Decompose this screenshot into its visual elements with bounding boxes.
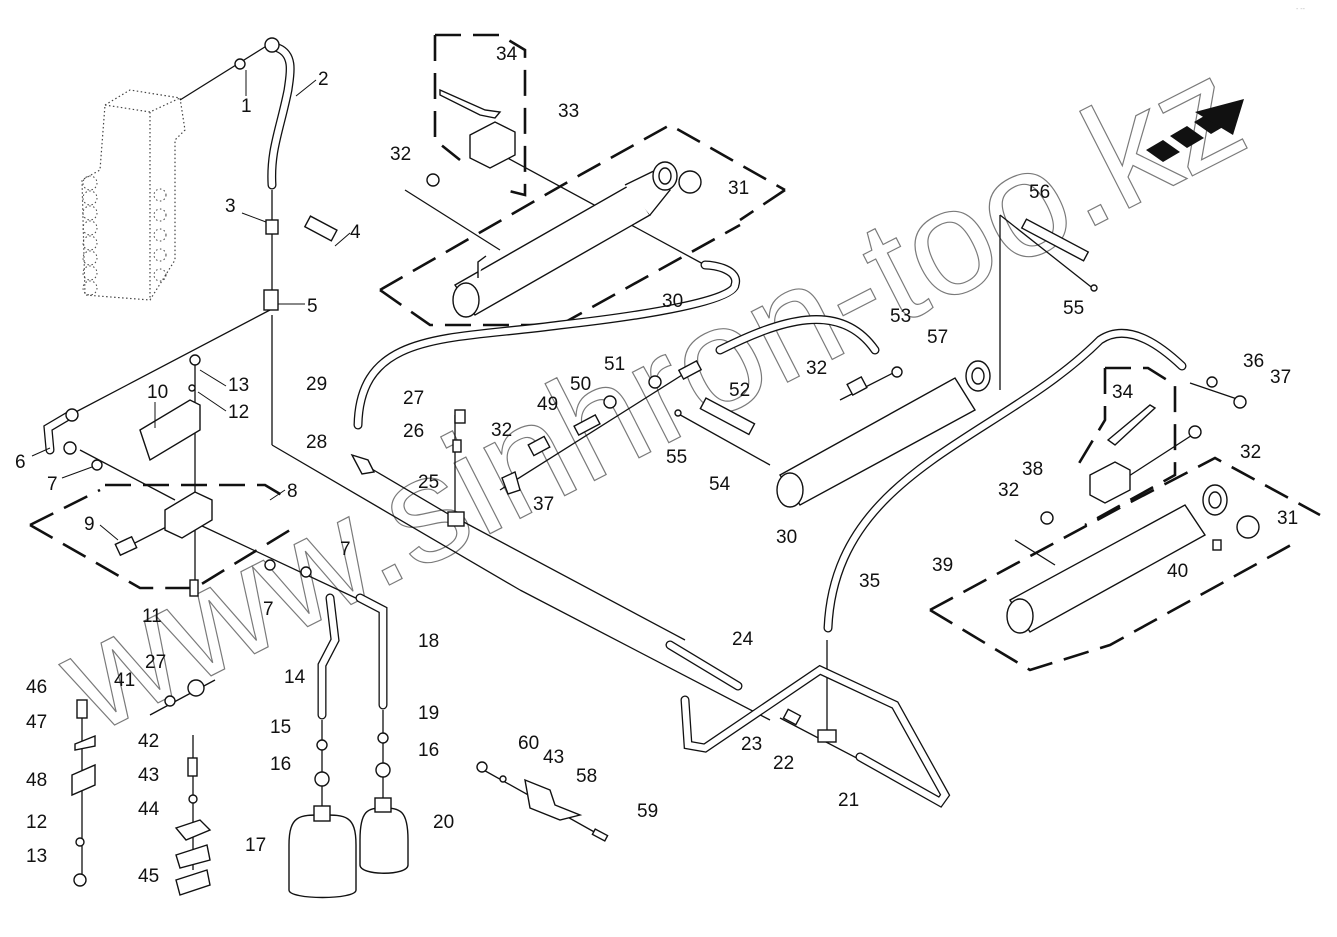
callout-29[interactable]: 29 [306,374,327,395]
callout-41[interactable]: 41 [114,670,135,691]
callout-7b[interactable]: 7 [340,539,351,560]
callout-46[interactable]: 46 [26,677,47,698]
callout-42[interactable]: 42 [138,731,159,752]
callout-16a[interactable]: 16 [270,754,291,775]
callout-26[interactable]: 26 [403,421,424,442]
callout-24[interactable]: 24 [732,629,754,650]
callout-32b[interactable]: 32 [491,420,512,441]
callout-10[interactable]: 10 [147,382,168,403]
cylinder-30-upper [452,161,678,318]
callout-35[interactable]: 35 [859,571,880,592]
callout-32d[interactable]: 32 [1240,442,1261,463]
callouts: 1 2 3 4 5 6 7 7 7 8 9 10 11 12 12 13 13 … [15,44,1298,887]
callout-38[interactable]: 38 [1022,459,1043,480]
callout-17[interactable]: 17 [245,835,266,856]
callout-55a[interactable]: 55 [1063,298,1084,319]
callout-15[interactable]: 15 [270,717,291,738]
callout-50[interactable]: 50 [570,374,591,395]
callout-51[interactable]: 51 [604,354,625,375]
callout-18[interactable]: 18 [418,631,439,652]
callout-14[interactable]: 14 [284,667,306,688]
callout-leaders [31,70,351,541]
callout-37b[interactable]: 37 [1270,367,1291,388]
callout-5[interactable]: 5 [307,296,318,317]
callout-48[interactable]: 48 [26,770,47,791]
callout-3[interactable]: 3 [225,196,236,217]
callout-8[interactable]: 8 [287,481,298,502]
accumulator-20 [359,797,409,874]
callout-7c[interactable]: 7 [263,599,274,620]
callout-7a[interactable]: 7 [47,474,58,495]
callout-11[interactable]: 11 [142,606,162,627]
callout-22[interactable]: 22 [773,753,794,774]
callout-1[interactable]: 1 [241,96,252,117]
callout-55b[interactable]: 55 [666,447,687,468]
callout-59[interactable]: 59 [637,801,658,822]
callout-53[interactable]: 53 [890,306,911,327]
callout-32e[interactable]: 32 [998,480,1019,501]
callout-60[interactable]: 60 [518,733,539,754]
assembly-outline-39 [929,456,1321,672]
callout-43a[interactable]: 43 [138,765,159,786]
callout-58[interactable]: 58 [576,766,597,787]
callout-27b[interactable]: 27 [145,652,166,673]
callout-39[interactable]: 39 [932,555,953,576]
callout-12a[interactable]: 12 [228,402,249,423]
callout-2[interactable]: 2 [318,69,329,90]
callout-56[interactable]: 56 [1029,182,1050,203]
callout-32c[interactable]: 32 [806,358,827,379]
callout-25[interactable]: 25 [418,472,439,493]
callout-20[interactable]: 20 [433,812,454,833]
callout-13b[interactable]: 13 [26,846,47,867]
callout-23[interactable]: 23 [741,734,762,755]
assembly-outline-33 [433,33,527,197]
small-parts [63,37,1260,896]
callout-16b[interactable]: 16 [418,740,439,761]
callout-12b[interactable]: 12 [26,812,47,833]
callout-54[interactable]: 54 [709,474,731,495]
callout-28[interactable]: 28 [306,432,327,453]
callout-52[interactable]: 52 [729,380,750,401]
callout-33[interactable]: 33 [558,101,579,122]
callout-31b[interactable]: 31 [1277,508,1298,529]
callout-30a[interactable]: 30 [662,291,683,312]
cylinder-30-middle [776,360,991,508]
callout-34b[interactable]: 34 [1112,382,1134,403]
callout-45[interactable]: 45 [138,866,159,887]
corner-mark: - -- [1296,6,1306,13]
callout-34a[interactable]: 34 [496,44,518,65]
direction-arrow-icon [1146,99,1244,162]
hoses-and-pipes [43,43,1187,808]
assembly-outlines [29,33,1321,672]
callout-21[interactable]: 21 [838,790,859,811]
callout-13a[interactable]: 13 [228,375,249,396]
assembly-outline-8 [29,483,291,590]
callout-32a[interactable]: 32 [390,144,411,165]
assembly-outline-38 [1073,366,1177,527]
accumulator-17 [288,805,357,899]
callout-49[interactable]: 49 [537,394,558,415]
assembly-outline-30 [379,123,786,327]
callout-9[interactable]: 9 [84,514,95,535]
callout-6[interactable]: 6 [15,452,26,473]
callout-40[interactable]: 40 [1167,561,1188,582]
control-valve-bank [81,89,186,301]
callout-44[interactable]: 44 [138,799,160,820]
callout-36[interactable]: 36 [1243,351,1264,372]
callout-57[interactable]: 57 [927,327,948,348]
callout-30b[interactable]: 30 [776,527,797,548]
callout-27a[interactable]: 27 [403,388,424,409]
callout-37a[interactable]: 37 [533,494,554,515]
callout-31a[interactable]: 31 [728,178,749,199]
cylinder-39 [1006,484,1228,634]
callout-19[interactable]: 19 [418,703,439,724]
callout-47[interactable]: 47 [26,712,47,733]
callout-43b[interactable]: 43 [543,747,564,768]
callout-4[interactable]: 4 [350,222,361,243]
